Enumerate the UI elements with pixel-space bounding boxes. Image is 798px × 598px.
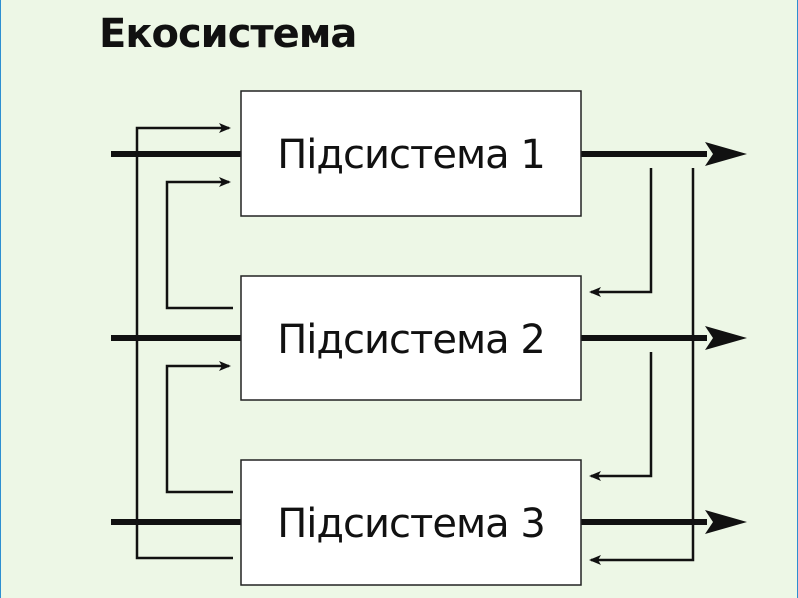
feedback-loop-1-to-2 (589, 168, 653, 297)
subsystem-box-3: Підсистема 3 (240, 459, 582, 586)
output-arrowhead-2 (705, 326, 747, 350)
outer-feedback-loop-left (135, 123, 233, 560)
feedback-loop-2-to-1 (165, 177, 233, 310)
output-arrowhead-3 (705, 510, 747, 534)
subsystem-box-1: Підсистема 1 (240, 90, 582, 217)
subsystem-label-1: Підсистема 1 (277, 132, 545, 178)
outer-feedback-loop-right (589, 168, 695, 565)
subsystem-label-3: Підсистема 3 (277, 501, 545, 547)
diagram-title: Екосистема (99, 11, 357, 57)
output-arrowhead-1 (705, 142, 747, 166)
feedback-loop-3-to-2 (165, 361, 233, 494)
feedback-loop-2-to-3 (589, 352, 653, 481)
subsystem-label-2: Підсистема 2 (277, 317, 545, 363)
subsystem-box-2: Підсистема 2 (240, 275, 582, 401)
